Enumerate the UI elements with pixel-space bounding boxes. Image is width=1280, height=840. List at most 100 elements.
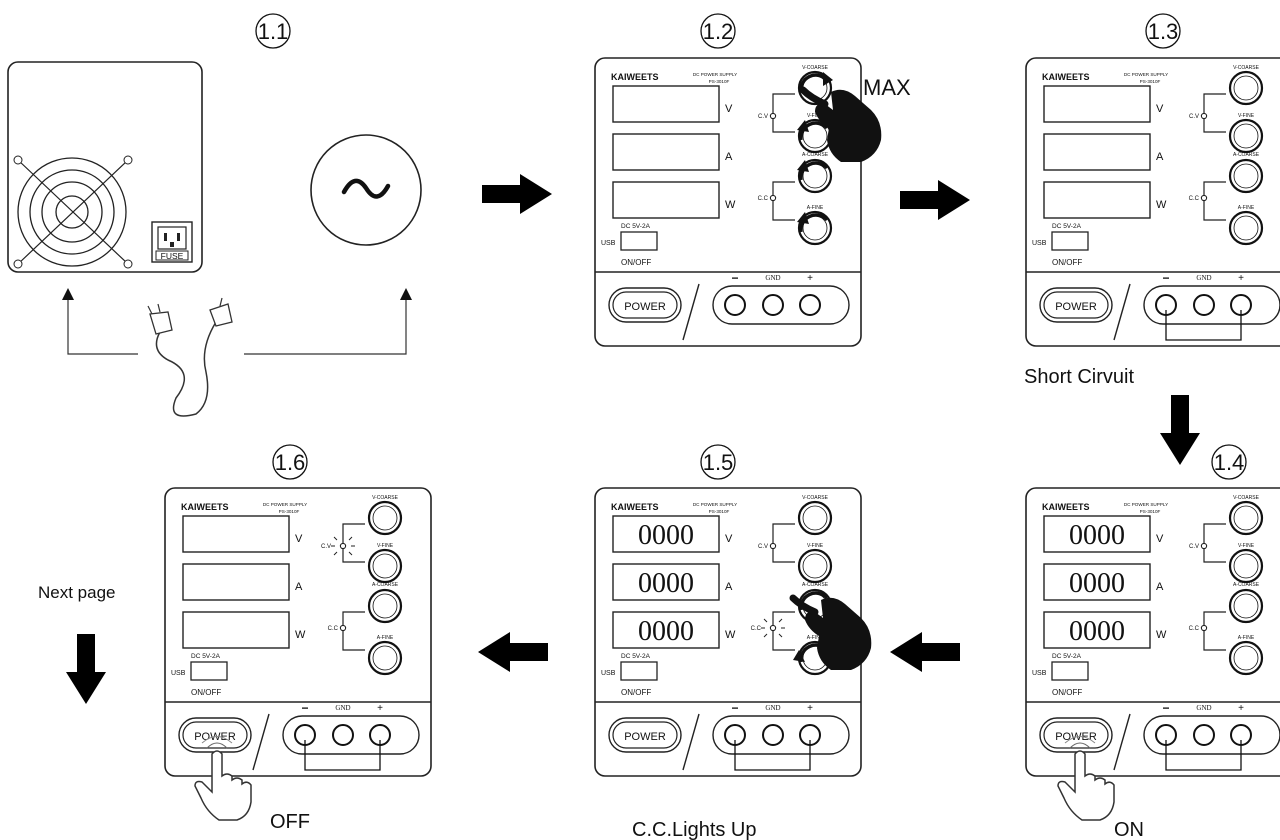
svg-text:A: A: [1156, 581, 1164, 593]
next-page-arrow-icon: [66, 634, 106, 704]
svg-text:DC 5V-2A: DC 5V-2A: [621, 223, 651, 230]
svg-text:DC POWER SUPPLY: DC POWER SUPPLY: [1124, 502, 1168, 507]
svg-text:A-COARSE: A-COARSE: [372, 582, 399, 588]
svg-text:DC 5V-2A: DC 5V-2A: [1052, 653, 1082, 660]
svg-text:A: A: [725, 581, 733, 593]
power-cord-icon: [147, 297, 233, 417]
svg-text:ON/OFF: ON/OFF: [621, 258, 651, 267]
svg-text:ON/OFF: ON/OFF: [1052, 258, 1082, 267]
svg-text:C.V: C.V: [321, 544, 331, 550]
svg-text:A-COARSE: A-COARSE: [802, 582, 829, 588]
short-circuit-wire: [1165, 740, 1242, 771]
caption-max: MAX: [863, 75, 911, 100]
svg-text:V-COARSE: V-COARSE: [372, 495, 399, 501]
flow-arrow-1: [482, 174, 552, 214]
svg-text:DC POWER SUPPLY: DC POWER SUPPLY: [1124, 72, 1168, 77]
svg-text:USB: USB: [1032, 670, 1047, 677]
svg-text:A-COARSE: A-COARSE: [1233, 582, 1260, 588]
step-label-1-3: 1.3: [1145, 13, 1181, 49]
svg-text:W: W: [725, 199, 736, 211]
svg-text:A-COARSE: A-COARSE: [802, 152, 829, 158]
svg-text:V-FINE: V-FINE: [807, 113, 824, 119]
cc-indicator-light-icon: [761, 616, 785, 640]
svg-text:+: +: [1238, 703, 1244, 714]
svg-text:A-FINE: A-FINE: [807, 635, 824, 641]
svg-text:PS-3010F: PS-3010F: [709, 79, 730, 84]
cv-indicator-light-icon: [331, 534, 355, 558]
caption-off: OFF: [270, 811, 310, 833]
svg-text:GND: GND: [765, 274, 780, 282]
flow-arrow-3: [890, 632, 960, 672]
svg-text:W: W: [1156, 629, 1167, 641]
svg-text:GND: GND: [1196, 274, 1211, 282]
svg-text:1.3: 1.3: [1148, 19, 1179, 44]
svg-text:W: W: [725, 629, 736, 641]
step-label-1-5: 1.5: [700, 444, 736, 480]
power-supply-panel-1-3: KAIWEETS DC POWER SUPPLY PS-3010F V A W …: [1024, 56, 1280, 348]
svg-text:−: −: [1162, 701, 1169, 715]
svg-text:DC POWER SUPPLY: DC POWER SUPPLY: [693, 502, 737, 507]
step-label-1-4: 1.4: [1211, 444, 1247, 480]
svg-text:0000: 0000: [638, 568, 694, 599]
flow-arrow-2: [900, 180, 970, 220]
svg-text:A-FINE: A-FINE: [1238, 635, 1255, 641]
svg-text:GND: GND: [765, 704, 780, 712]
svg-text:A-FINE: A-FINE: [1238, 205, 1255, 211]
svg-text:KAIWEETS: KAIWEETS: [611, 72, 659, 82]
svg-text:V: V: [295, 533, 303, 545]
svg-text:W: W: [1156, 199, 1167, 211]
fan-grille-icon: [13, 155, 133, 269]
next-page-label: Next page: [38, 583, 116, 602]
svg-text:V-FINE: V-FINE: [1238, 113, 1255, 119]
flow-arrow-4: [478, 632, 548, 672]
svg-text:DC POWER SUPPLY: DC POWER SUPPLY: [263, 502, 307, 507]
step-label-1-1: 1.1: [255, 13, 291, 49]
svg-text:KAIWEETS: KAIWEETS: [1042, 72, 1090, 82]
svg-text:0000: 0000: [1069, 616, 1125, 647]
ac-socket-icon: FUSE: [151, 221, 193, 263]
ac-mains-icon: [310, 134, 422, 246]
short-circuit-wire: [304, 740, 381, 771]
svg-text:V-COARSE: V-COARSE: [802, 65, 829, 71]
svg-text:ON/OFF: ON/OFF: [621, 688, 651, 697]
svg-text:+: +: [807, 273, 813, 284]
caption-cc-lights-up: C.C.Lights Up: [632, 819, 757, 840]
svg-text:1.2: 1.2: [703, 19, 734, 44]
svg-text:DC 5V-2A: DC 5V-2A: [1052, 223, 1082, 230]
svg-text:PS-3010F: PS-3010F: [279, 509, 300, 514]
svg-text:A-FINE: A-FINE: [377, 635, 394, 641]
svg-text:ON/OFF: ON/OFF: [191, 688, 221, 697]
svg-text:POWER: POWER: [1055, 301, 1097, 313]
svg-text:C.C: C.C: [758, 196, 769, 202]
power-supply-panel-1-4: KAIWEETS DC POWER SUPPLY PS-3010F 0000 0…: [1024, 486, 1280, 821]
flow-arrow-down-1: [1160, 395, 1200, 465]
svg-text:POWER: POWER: [624, 731, 666, 743]
power-supply-panel-1-5: KAIWEETS DC POWER SUPPLY PS-3010F 0000 0…: [593, 486, 871, 778]
svg-text:KAIWEETS: KAIWEETS: [1042, 502, 1090, 512]
svg-text:+: +: [377, 703, 383, 714]
svg-text:V-FINE: V-FINE: [807, 543, 824, 549]
svg-text:A: A: [295, 581, 303, 593]
svg-text:V-FINE: V-FINE: [1238, 543, 1255, 549]
svg-text:W: W: [295, 629, 306, 641]
caption-on: ON: [1114, 819, 1144, 840]
caption-short-circuit: Short Cirvuit: [1024, 366, 1134, 388]
svg-text:C.C: C.C: [751, 626, 762, 632]
svg-text:C.C: C.C: [328, 626, 339, 632]
svg-text:V-COARSE: V-COARSE: [1233, 495, 1260, 501]
short-circuit-wire: [734, 740, 811, 771]
cord-connection-lines: [62, 288, 412, 355]
svg-text:USB: USB: [171, 670, 186, 677]
svg-text:FUSE: FUSE: [161, 251, 184, 261]
svg-text:C.V: C.V: [1189, 114, 1199, 120]
svg-text:GND: GND: [1196, 704, 1211, 712]
svg-text:C.C: C.C: [1189, 626, 1200, 632]
svg-text:A-COARSE: A-COARSE: [1233, 152, 1260, 158]
svg-text:V-COARSE: V-COARSE: [1233, 65, 1260, 71]
svg-text:A-FINE: A-FINE: [807, 205, 824, 211]
svg-text:C.C: C.C: [1189, 196, 1200, 202]
step-label-1-2: 1.2: [700, 13, 736, 49]
svg-text:+: +: [807, 703, 813, 714]
rear-panel: FUSE: [7, 61, 203, 273]
